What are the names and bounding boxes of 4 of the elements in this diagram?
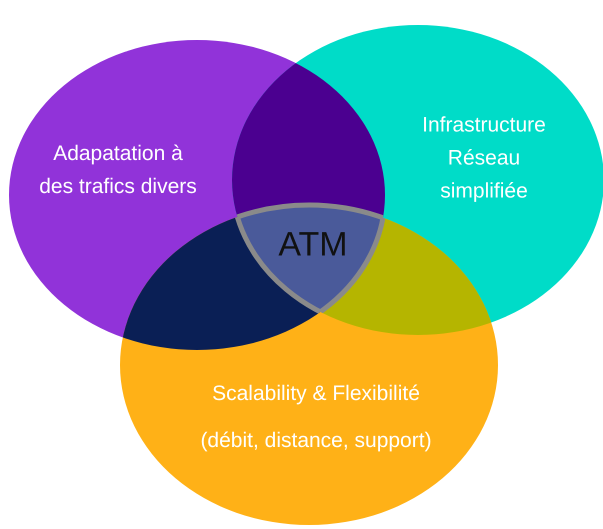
circle-label: Scalability & Flexibilité (débit, distance, support) (136, 377, 496, 457)
center-label: ATM (253, 228, 373, 262)
circle-label: Adapatation à des trafics divers (38, 137, 198, 203)
circle-label: Infrastructure Réseau simplifiée (409, 108, 559, 208)
